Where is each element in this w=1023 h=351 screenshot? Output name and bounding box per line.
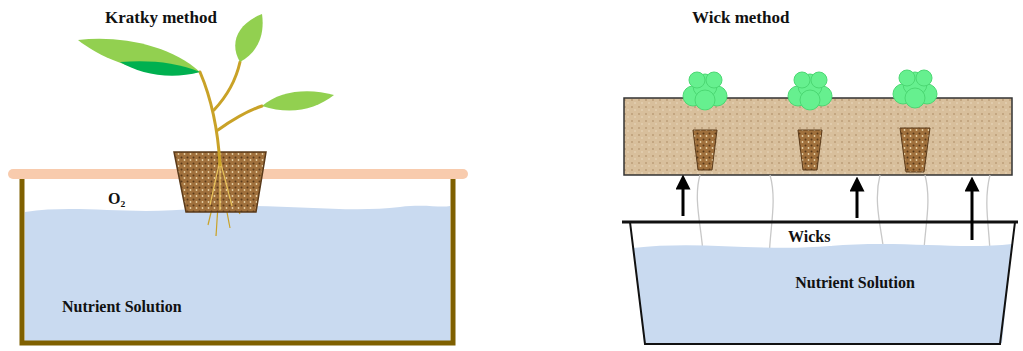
lettuce-heads [683, 70, 937, 110]
solution-label: Nutrient Solution [795, 274, 915, 292]
nutrient-water [25, 206, 450, 341]
grow-tray [624, 98, 1012, 175]
kratky-tank: O₂ Nutrient Solution [22, 178, 453, 343]
wick-label: Wicks [786, 228, 832, 246]
plant-stem [200, 62, 262, 165]
nutrient-water [633, 244, 1012, 343]
method-title: Wick method [692, 8, 789, 28]
gas-label: O₂ [108, 190, 125, 208]
reservoir-rim [622, 221, 1018, 224]
solution-label: Nutrient Solution [62, 298, 182, 316]
method-title: Kratky method [105, 8, 217, 28]
plant-pots [693, 128, 930, 172]
roots-in-pot [210, 160, 232, 210]
reservoir [630, 222, 1015, 344]
plant-leaves [78, 14, 334, 110]
